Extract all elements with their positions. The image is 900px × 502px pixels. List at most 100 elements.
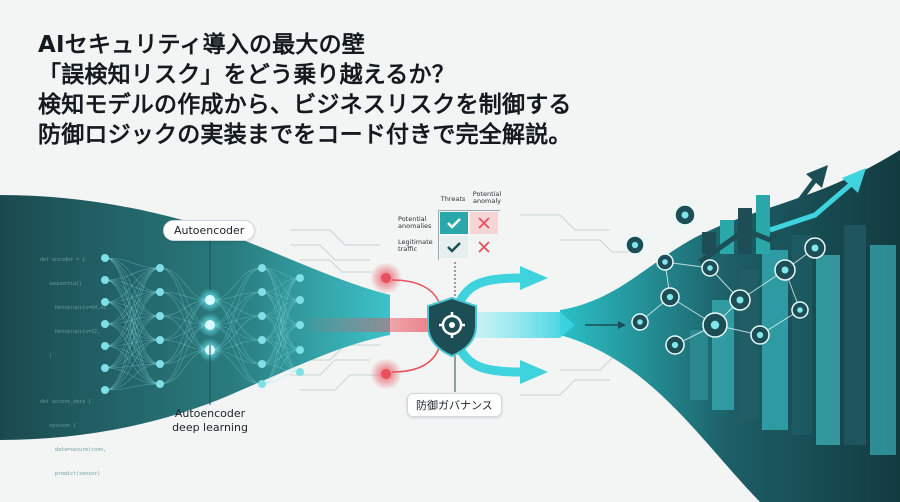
nn-connection [104, 315, 161, 391]
matrix-row-line: Potential [398, 215, 427, 223]
matrix-cell-legit-allowed [440, 236, 468, 258]
autoencoder-label: Autoencoder [163, 220, 256, 241]
nn-node [296, 274, 304, 282]
matrix-row-potential: Potential anomalies [398, 216, 438, 230]
code-line: def encoder = { [40, 257, 86, 263]
anomaly-dot-upper [381, 273, 391, 283]
nn-connection [104, 257, 161, 385]
nn-connection [104, 257, 161, 293]
network-node-center [681, 211, 689, 219]
nn-connection [104, 345, 161, 365]
check-icon [447, 218, 461, 229]
left-wave-shape [0, 195, 390, 440]
matrix-col-potential: Potential anomaly [470, 191, 504, 205]
nn-connection [261, 363, 301, 373]
code-snippet-top: def encoder = { sequential( Dense(units=… [40, 240, 106, 368]
nn-connection [261, 291, 301, 301]
nn-node [101, 386, 109, 394]
network-node-center [671, 341, 679, 349]
nn-connection [104, 279, 161, 365]
nn-connection [261, 324, 301, 365]
check-icon [447, 242, 461, 253]
nn-node [258, 264, 266, 272]
network-node-center [666, 293, 674, 301]
nn-connection [104, 267, 161, 391]
nn-connection [104, 315, 161, 325]
shield-icon [427, 296, 477, 358]
nn-node [156, 264, 164, 272]
nn-node [101, 342, 109, 350]
nn-connection [104, 291, 161, 325]
growth-arrow-cyan-head [842, 168, 866, 193]
matrix-cell-false-positive [470, 212, 498, 234]
nn-node [258, 360, 266, 368]
governance-label: 防御ガバナンス [407, 393, 502, 417]
code-line: Dense(units=64,ac [40, 305, 107, 311]
nn-connection [104, 267, 161, 281]
network-node-center [637, 319, 643, 325]
nn-connection [261, 291, 301, 351]
growth-arrow-cyan [769, 183, 852, 233]
network-icon-graph [625, 204, 826, 355]
nn-node [156, 312, 164, 320]
nn-connection [261, 267, 301, 301]
lower-branch-arrow [453, 342, 525, 377]
headline-line-2: 「誤検知リスク」をどう乗り越えるか？ [38, 62, 455, 88]
nn-connection [261, 324, 301, 341]
matrix-cell-legit-blocked [470, 236, 498, 258]
nn-connection [104, 291, 161, 303]
nn-connection [104, 339, 161, 391]
network-node-center [707, 265, 713, 271]
nn-node [258, 380, 266, 388]
matrix-col-potential-line: Potential [472, 190, 502, 198]
code-line: predict(sensor) [40, 471, 101, 477]
nn-connection [261, 315, 301, 351]
nn-connection [261, 299, 301, 341]
neural-network [101, 254, 304, 394]
nn-connection [104, 363, 161, 369]
nn-node [156, 336, 164, 344]
nn-node [205, 295, 215, 305]
nn-node [156, 360, 164, 368]
nn-connection [261, 267, 301, 351]
nn-connection [104, 267, 161, 347]
threat-stream [300, 318, 430, 332]
nn-connection [104, 279, 161, 341]
code-line: sequential( [40, 281, 83, 287]
nn-connection [261, 315, 301, 373]
matrix-col-threats: Threats [440, 195, 466, 203]
nn-node [156, 288, 164, 296]
matrix-cell-true-positive [440, 212, 468, 234]
nn-connection [261, 291, 301, 373]
nn-node [205, 320, 215, 330]
upper-branch-arrowhead [520, 266, 548, 290]
lower-branch-arrowhead [520, 360, 548, 384]
nn-connection [261, 267, 301, 326]
code-line: Dense(units=32, [40, 329, 101, 335]
nn-connection [261, 267, 301, 373]
nn-connection [104, 301, 161, 317]
nn-connection [104, 315, 161, 347]
matrix-row-line: traffic [398, 245, 418, 253]
nn-connection [261, 349, 301, 385]
network-node-center [736, 296, 744, 304]
nn-connection [261, 277, 301, 317]
upper-branch-arrow [453, 273, 525, 308]
nn-connection [104, 363, 161, 391]
flow-connector-head [618, 321, 626, 329]
nn-connection [261, 339, 301, 373]
nn-connection [261, 277, 301, 341]
network-node-center [662, 259, 668, 265]
nn-connection [104, 367, 161, 385]
autoencoder-deep-caption: Autoencoder deep learning [168, 407, 252, 435]
nn-node [258, 336, 266, 344]
matrix-col-potential-line: anomaly [472, 197, 502, 205]
nn-connection [261, 299, 301, 317]
nn-connection [104, 383, 161, 391]
matrix-row-legitimate: Legitimate traffic [398, 239, 438, 253]
nn-connection [104, 279, 161, 317]
nn-connection [104, 257, 161, 365]
nn-connection [104, 323, 161, 385]
nn-connection [104, 291, 161, 369]
nn-connection [104, 345, 161, 385]
